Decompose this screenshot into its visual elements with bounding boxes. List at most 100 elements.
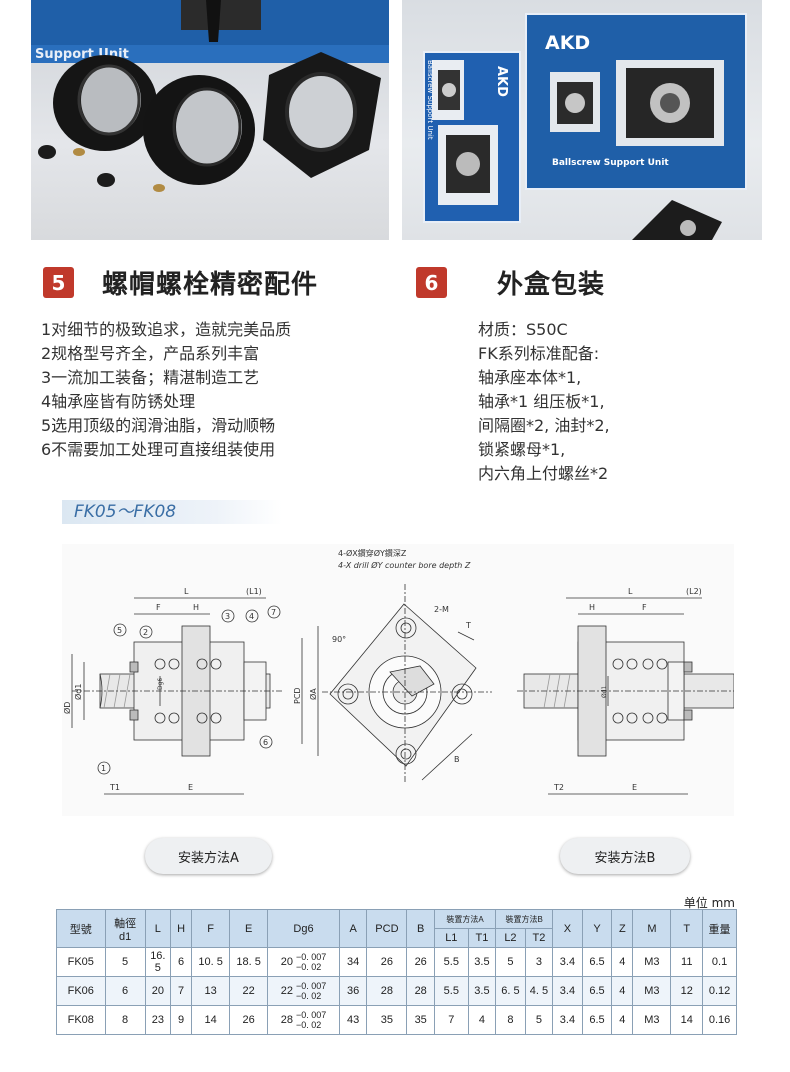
cell-T1: 4 xyxy=(467,1005,497,1035)
cell-A: 43 xyxy=(338,1005,368,1035)
list-item: 5选用顶级的润滑油脂，滑动顺畅 xyxy=(41,416,276,435)
list-item: 6不需要加工处理可直接组装使用 xyxy=(41,440,276,459)
section-6-header: 6 外盒包装 xyxy=(416,264,605,301)
dim-L2: (L2) xyxy=(686,587,702,596)
cell-D: 28 xyxy=(280,1013,293,1026)
cell-model: FK08 xyxy=(56,1005,106,1035)
cell-T2: 4. 5 xyxy=(524,976,554,1006)
tol-upper: −0. 007 xyxy=(296,981,327,991)
col-Y: Y xyxy=(581,909,613,948)
dim-d1: Ød1 xyxy=(73,684,83,700)
col-Z: Z xyxy=(611,909,634,948)
dim-F-b: F xyxy=(642,603,647,612)
col-E: E xyxy=(229,909,269,948)
col-method-a: 裝置方法A xyxy=(433,909,497,929)
dim-T: T xyxy=(465,621,471,630)
side-box-caption: Ballscrew Support Unit xyxy=(426,60,434,140)
col-T: T xyxy=(670,909,704,948)
dim-T1: T1 xyxy=(109,783,120,792)
callout-6: 6 xyxy=(263,738,268,747)
col-T2: T2 xyxy=(524,928,554,948)
label-2m: 2-M xyxy=(434,605,449,614)
list-item: 间隔圈*2, 油封*2, xyxy=(478,416,610,435)
cell-E: 18. 5 xyxy=(229,947,269,977)
col-B: B xyxy=(406,909,435,948)
cell-L: 20 xyxy=(144,976,172,1006)
dim-E-b: E xyxy=(632,783,637,792)
dim-L: L xyxy=(184,587,189,596)
tol-upper: −0. 007 xyxy=(296,952,327,962)
side-box-logo: AKD xyxy=(494,66,509,97)
list-item: 3一流加工装备；精湛制造工艺 xyxy=(41,368,260,387)
list-item: 2规格型号齐全，产品系列丰富 xyxy=(41,344,260,363)
cell-B: 35 xyxy=(406,1005,435,1035)
callout-4: 4 xyxy=(249,612,254,621)
list-item: 内六角上付螺丝*2 xyxy=(478,464,609,483)
series-title: FK05～FK08 xyxy=(74,502,177,522)
hole-note-cn: 4-ØX鑽穿ØY鑽深Z xyxy=(338,548,407,558)
col-shaft: 軸徑 d1 xyxy=(104,909,146,948)
callout-2: 2 xyxy=(143,628,148,637)
cell-Y: 6.5 xyxy=(581,976,613,1006)
col-X: X xyxy=(552,909,583,948)
cell-A: 36 xyxy=(338,976,368,1006)
cell-M: M3 xyxy=(632,976,672,1006)
cell-L1: 5.5 xyxy=(433,976,469,1006)
cell-D: 22 xyxy=(280,984,293,997)
cell-L1: 5.5 xyxy=(433,947,469,977)
cell-T: 11 xyxy=(670,947,704,977)
cell-Z: 4 xyxy=(611,947,634,977)
col-L: L xyxy=(144,909,172,948)
callout-1: 1 xyxy=(101,764,106,773)
cell-weight: 0.16 xyxy=(702,1005,737,1035)
section-6-package-list: 材质：S50C FK系列标准配备: 轴承座本体*1, 轴承*1 组压板*1, 间… xyxy=(478,318,610,486)
dim-H-b: H xyxy=(589,603,595,612)
table-row: FK08 8 23 9 14 26 28 −0. 007 −0. 02 43 3… xyxy=(56,1005,737,1035)
cell-Y: 6.5 xyxy=(581,947,613,977)
cell-Dg6: 20 −0. 007 −0. 02 xyxy=(267,947,340,977)
callout-5: 5 xyxy=(117,626,122,635)
callout-7: 7 xyxy=(271,608,276,617)
dim-Dg6: Dg6 xyxy=(157,678,164,690)
nuts-illustration: Support Unit xyxy=(31,0,389,192)
tol-lower: −0. 02 xyxy=(296,962,322,972)
method-a-label: 安装方法A xyxy=(145,838,272,874)
cell-L2: 8 xyxy=(495,1005,526,1035)
cell-weight: 0.1 xyxy=(702,947,737,977)
cell-T: 14 xyxy=(670,1005,704,1035)
list-item: 轴承座本体*1, xyxy=(478,368,582,387)
cell-PCD: 26 xyxy=(366,947,408,977)
cell-Dg6: 28 −0. 007 −0. 02 xyxy=(267,1005,340,1035)
list-item: FK系列标准配备: xyxy=(478,344,600,363)
list-item: 1对细节的极致追求，造就完美品质 xyxy=(41,320,292,339)
product-photo-nuts: Support Unit xyxy=(31,0,389,240)
col-H: H xyxy=(169,909,193,948)
tol-lower: −0. 02 xyxy=(296,1020,322,1030)
dim-T2: T2 xyxy=(553,783,564,792)
spec-table: 型號 軸徑 d1 L H F E Dg6 A PCD B 裝置方法A 裝置方法B… xyxy=(56,909,737,1035)
cell-PCD: 28 xyxy=(366,976,408,1006)
section-5-header: 5 螺帽螺栓精密配件 xyxy=(43,264,318,301)
cell-T1: 3.5 xyxy=(467,947,497,977)
dim-H: H xyxy=(193,603,199,612)
table-row: FK06 6 20 7 13 22 22 −0. 007 −0. 02 36 2… xyxy=(56,976,737,1006)
col-model: 型號 xyxy=(56,909,106,948)
cell-L: 16. 5 xyxy=(144,947,172,977)
list-item: 轴承*1 组压板*1, xyxy=(478,392,605,411)
cell-model: FK05 xyxy=(56,947,106,977)
series-header: FK05～FK08 xyxy=(62,500,282,524)
dim-d1-b: Ød1 xyxy=(601,685,608,698)
technical-drawing: L (L1) F H T1 E ØD Ød1 Dg6 PCD ØA 5 2 3 … xyxy=(62,544,734,816)
cell-Dg6: 22 −0. 007 −0. 02 xyxy=(267,976,340,1006)
dim-L1: (L1) xyxy=(246,587,262,596)
dim-L-b: L xyxy=(628,587,633,596)
side-view-a: L (L1) F H T1 E ØD Ød1 Dg6 PCD ØA 5 2 3 … xyxy=(62,587,319,795)
label-90deg: 90° xyxy=(332,635,346,644)
cell-model: FK06 xyxy=(56,976,106,1006)
cell-B: 26 xyxy=(406,947,435,977)
tolerance: −0. 007 −0. 02 xyxy=(296,952,326,972)
cell-F: 14 xyxy=(191,1005,231,1035)
list-item: 4轴承座皆有防锈处理 xyxy=(41,392,196,411)
col-T1: T1 xyxy=(467,928,497,948)
cell-L2: 6. 5 xyxy=(495,976,526,1006)
